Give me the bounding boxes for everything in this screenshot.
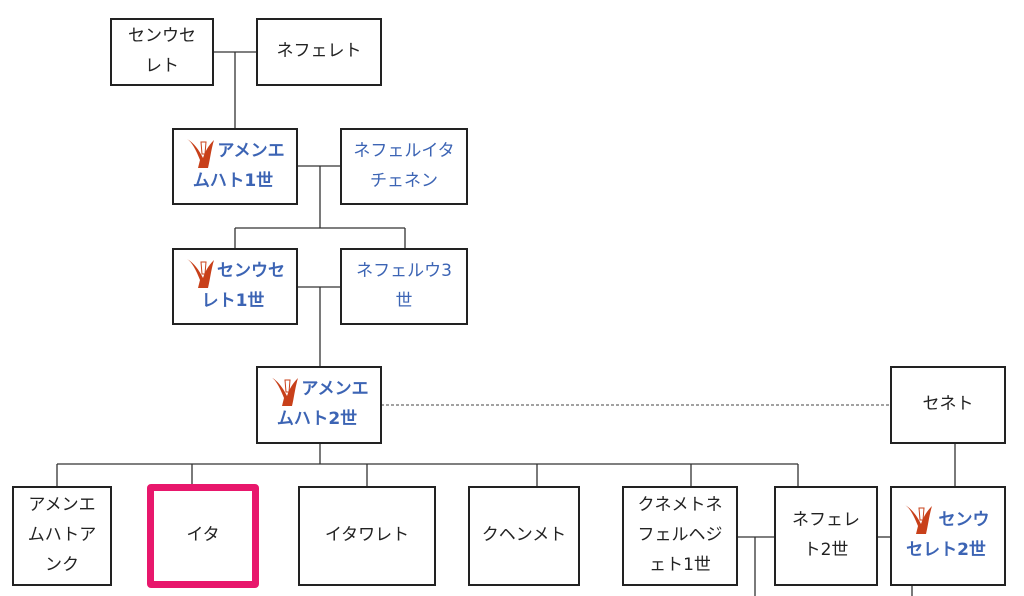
person-name: クヘンメト xyxy=(481,525,567,546)
person-name: クネメトネフェルヘジェト1世 xyxy=(637,495,723,575)
person-name: ネフェレト xyxy=(276,41,362,62)
person-neferu-3[interactable]: ネフェルウ3世 xyxy=(340,248,468,325)
white-crown-icon xyxy=(187,139,214,168)
person-khenmet: クヘンメト xyxy=(468,486,580,586)
person-senusret-1[interactable]: センウセレト1世 xyxy=(172,248,298,325)
person-amenemhat-2[interactable]: アメンエムハト2世 xyxy=(256,366,382,444)
person-name: センウセレト2世 xyxy=(906,510,990,560)
person-khnemetneferhedjet-1: クネメトネフェルヘジェト1世 xyxy=(622,486,738,586)
person-name: セネト xyxy=(922,394,974,415)
person-senusret: センウセレト xyxy=(110,18,214,86)
person-amenemhatankh: アメンエムハトアンク xyxy=(12,486,112,586)
person-name: アメンエムハトアンク xyxy=(27,495,97,575)
white-crown-icon xyxy=(905,505,932,534)
person-name: ネフェレト2世 xyxy=(792,510,860,560)
person-nefret-2: ネフェレト2世 xyxy=(774,486,878,586)
person-name: ネフェルウ3世 xyxy=(356,260,452,311)
person-name: センウセレト1世 xyxy=(201,260,285,311)
white-crown-icon xyxy=(271,377,298,406)
person-name: イタワレト xyxy=(324,525,410,546)
person-name: アメンエムハト1世 xyxy=(192,140,285,191)
person-senet: セネト xyxy=(890,366,1006,444)
person-name: アメンエムハト2世 xyxy=(276,379,369,429)
white-crown-icon xyxy=(187,259,214,288)
person-amenemhat-1[interactable]: アメンエムハト1世 xyxy=(172,128,298,205)
person-name: ネフェルイタチェネン xyxy=(353,140,455,191)
person-nefret: ネフェレト xyxy=(256,18,382,86)
person-name: センウセレト xyxy=(128,26,196,76)
person-ita-highlighted: イタ xyxy=(147,484,259,588)
person-neferitatjenen[interactable]: ネフェルイタチェネン xyxy=(340,128,468,205)
person-itaweret: イタワレト xyxy=(298,486,436,586)
person-senusret-2[interactable]: センウセレト2世 xyxy=(890,486,1006,586)
person-name: イタ xyxy=(186,525,220,546)
